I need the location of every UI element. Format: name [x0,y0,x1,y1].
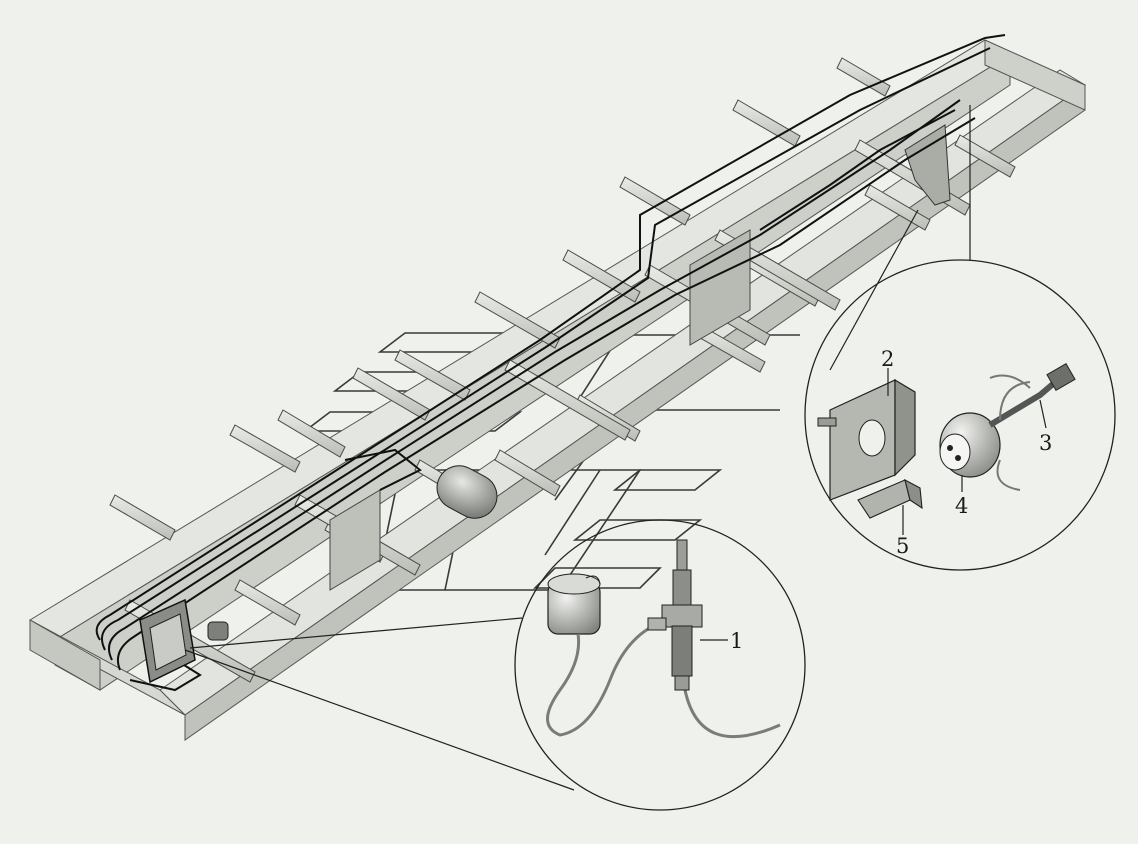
callout-label-2: 2 [881,347,894,371]
wiper-motor [939,412,1001,478]
callout-label-3: 3 [1039,431,1052,455]
sensor-cable [546,623,656,737]
frame-reinforcement-plate [689,229,751,346]
rear-mount-bracket [904,124,951,206]
left-side-rail [29,39,1011,641]
detail-circle-rear [804,105,1116,571]
pressure-switch-valve [647,539,703,691]
callout-label-5: 5 [896,534,909,558]
rear-end-member [984,39,1086,111]
callout-3-leader [1039,399,1047,429]
detail-circle-front [184,519,806,811]
air-tank [436,465,498,519]
mounting-bracket [817,378,916,501]
connector-harness [988,363,1076,491]
buzzer-unit [547,573,601,635]
front-controller-box [139,598,196,684]
frame-reinforcement-plate [329,489,381,591]
wiring-harness [95,34,1006,692]
front-end-face [29,619,101,691]
small-angle-bracket [857,478,923,519]
front-sensor-cup [207,621,229,641]
callout-label-1: 1 [730,629,743,653]
callout-label-4: 4 [955,494,968,518]
